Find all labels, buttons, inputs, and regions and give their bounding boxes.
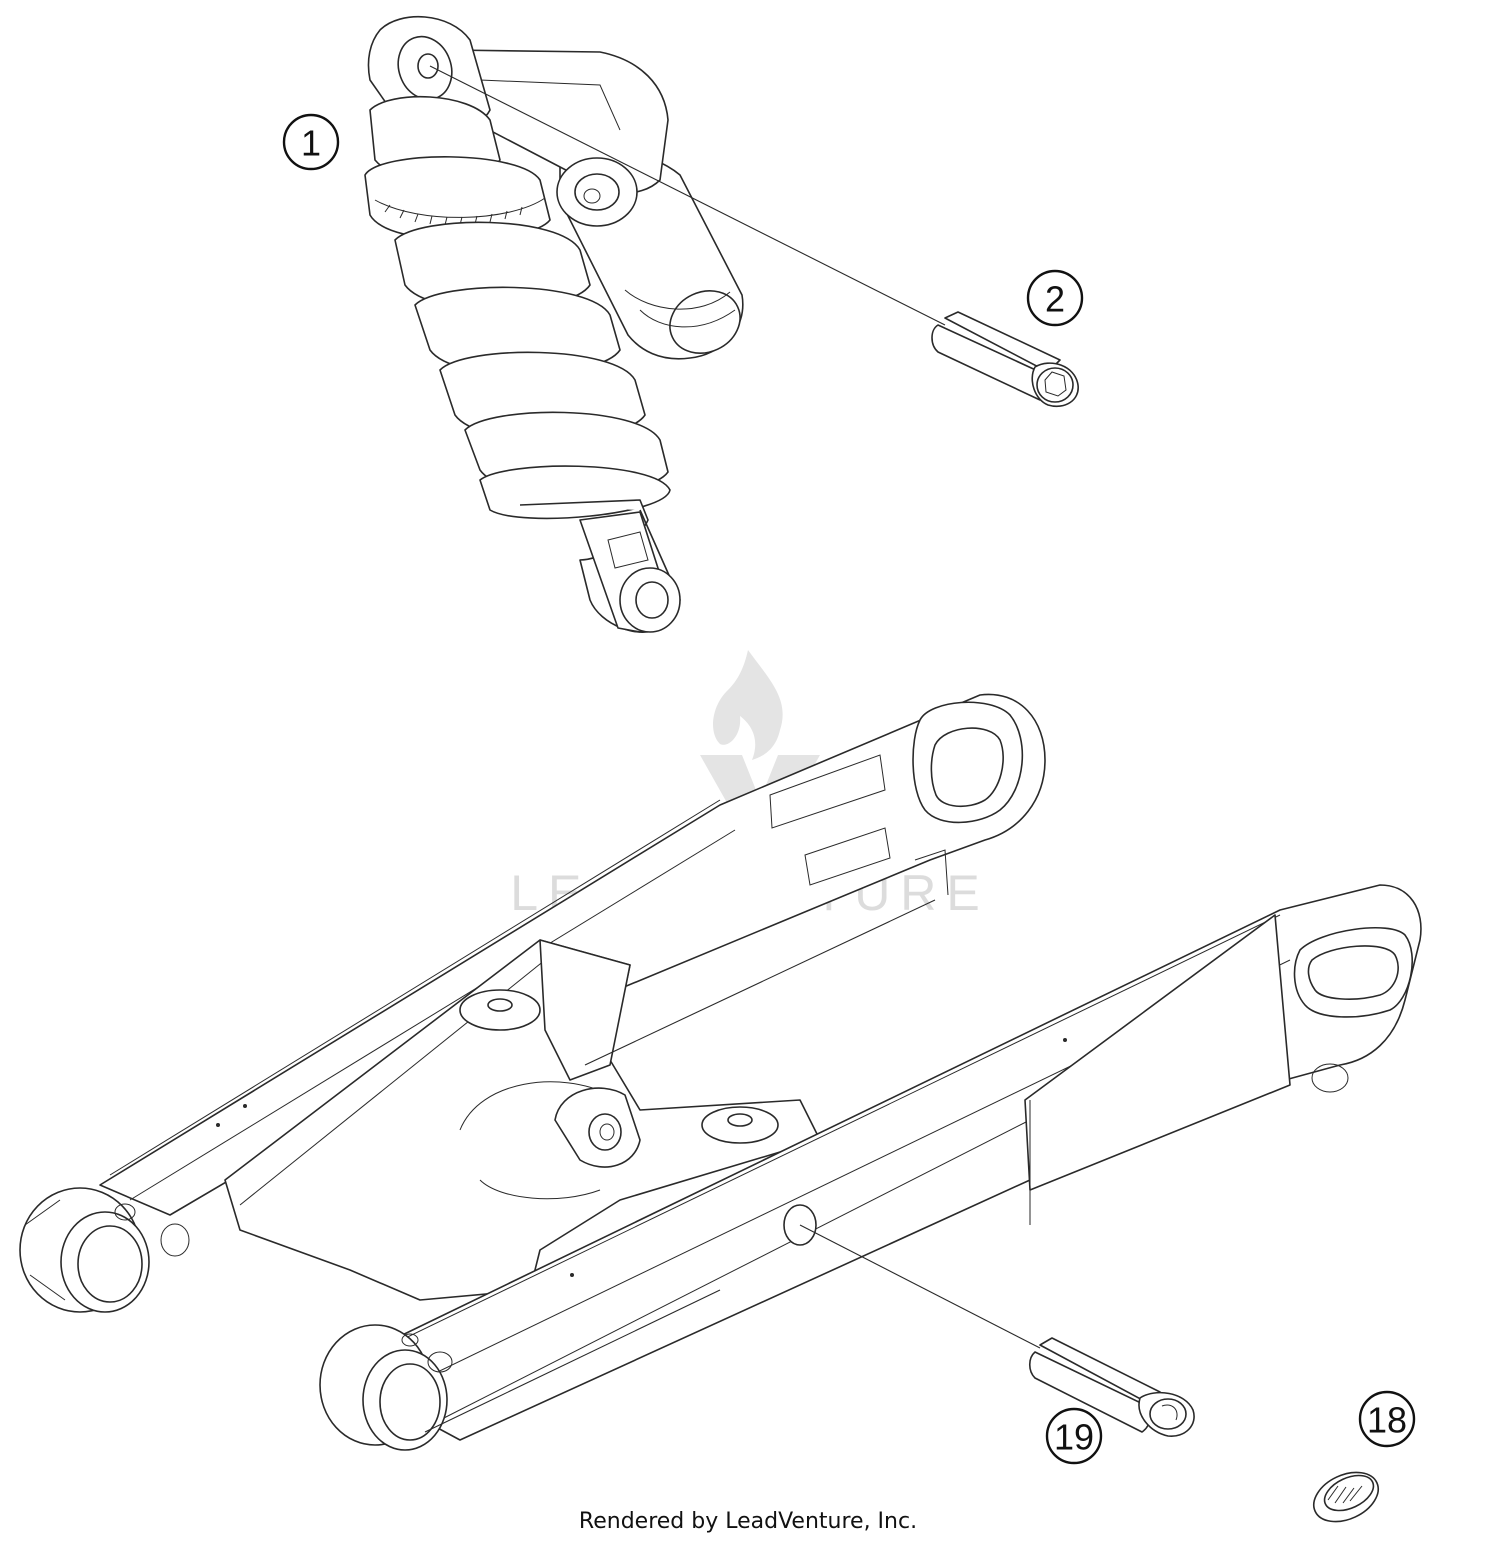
callout-2-label: 2 xyxy=(1045,279,1065,320)
part-18-badge-drawing xyxy=(1313,1471,1379,1523)
bolt-2-drawing xyxy=(931,311,1079,407)
callout-18-label: 18 xyxy=(1367,1400,1407,1441)
footer-credit: Rendered by LeadVenture, Inc. xyxy=(579,1509,917,1534)
shock-absorber-drawing xyxy=(364,15,744,633)
callout-19: 19 xyxy=(1045,1407,1103,1465)
swingarm-drawing xyxy=(19,693,1422,1451)
callout-18: 18 xyxy=(1358,1390,1416,1448)
bolt-19-drawing xyxy=(1028,1337,1195,1437)
callout-1-label: 1 xyxy=(301,123,321,164)
leader-lines xyxy=(424,65,1041,1433)
callout-1: 1 xyxy=(282,113,340,171)
callout-19-label: 19 xyxy=(1054,1417,1094,1458)
callout-2: 2 xyxy=(1026,269,1084,327)
